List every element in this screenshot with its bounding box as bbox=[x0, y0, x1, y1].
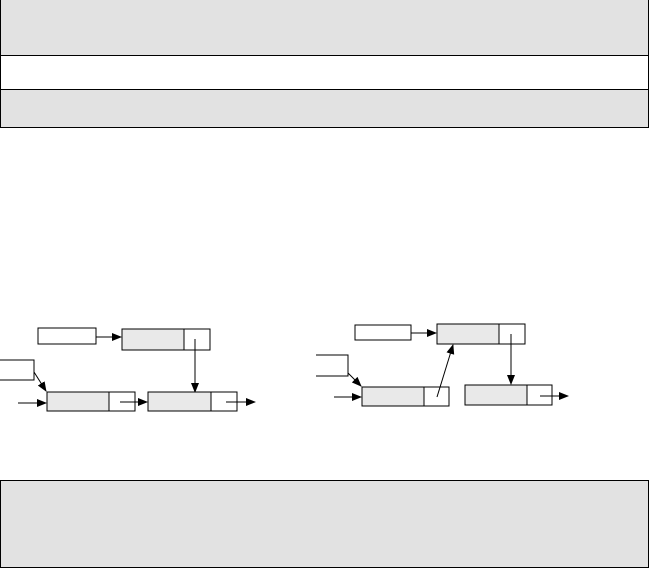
left-node-2 bbox=[147, 391, 238, 412]
right-pointer-box bbox=[354, 324, 412, 341]
top-gray-band bbox=[0, 0, 649, 56]
left-new-node bbox=[121, 328, 211, 351]
left-head-box bbox=[0, 359, 35, 381]
middle-white-band bbox=[0, 56, 649, 90]
right-node-1-next-arrow bbox=[436, 344, 455, 398]
right-new-node bbox=[436, 323, 526, 345]
right-head-box bbox=[316, 354, 349, 377]
left-pointer-box bbox=[37, 327, 97, 345]
right-diagram bbox=[316, 323, 569, 407]
left-diagram bbox=[0, 327, 256, 412]
right-node-1 bbox=[361, 386, 450, 407]
bottom-gray-band bbox=[0, 480, 649, 568]
right-head-arrow bbox=[347, 372, 362, 387]
left-head-arrow bbox=[33, 371, 47, 392]
right-node-2 bbox=[464, 384, 553, 406]
